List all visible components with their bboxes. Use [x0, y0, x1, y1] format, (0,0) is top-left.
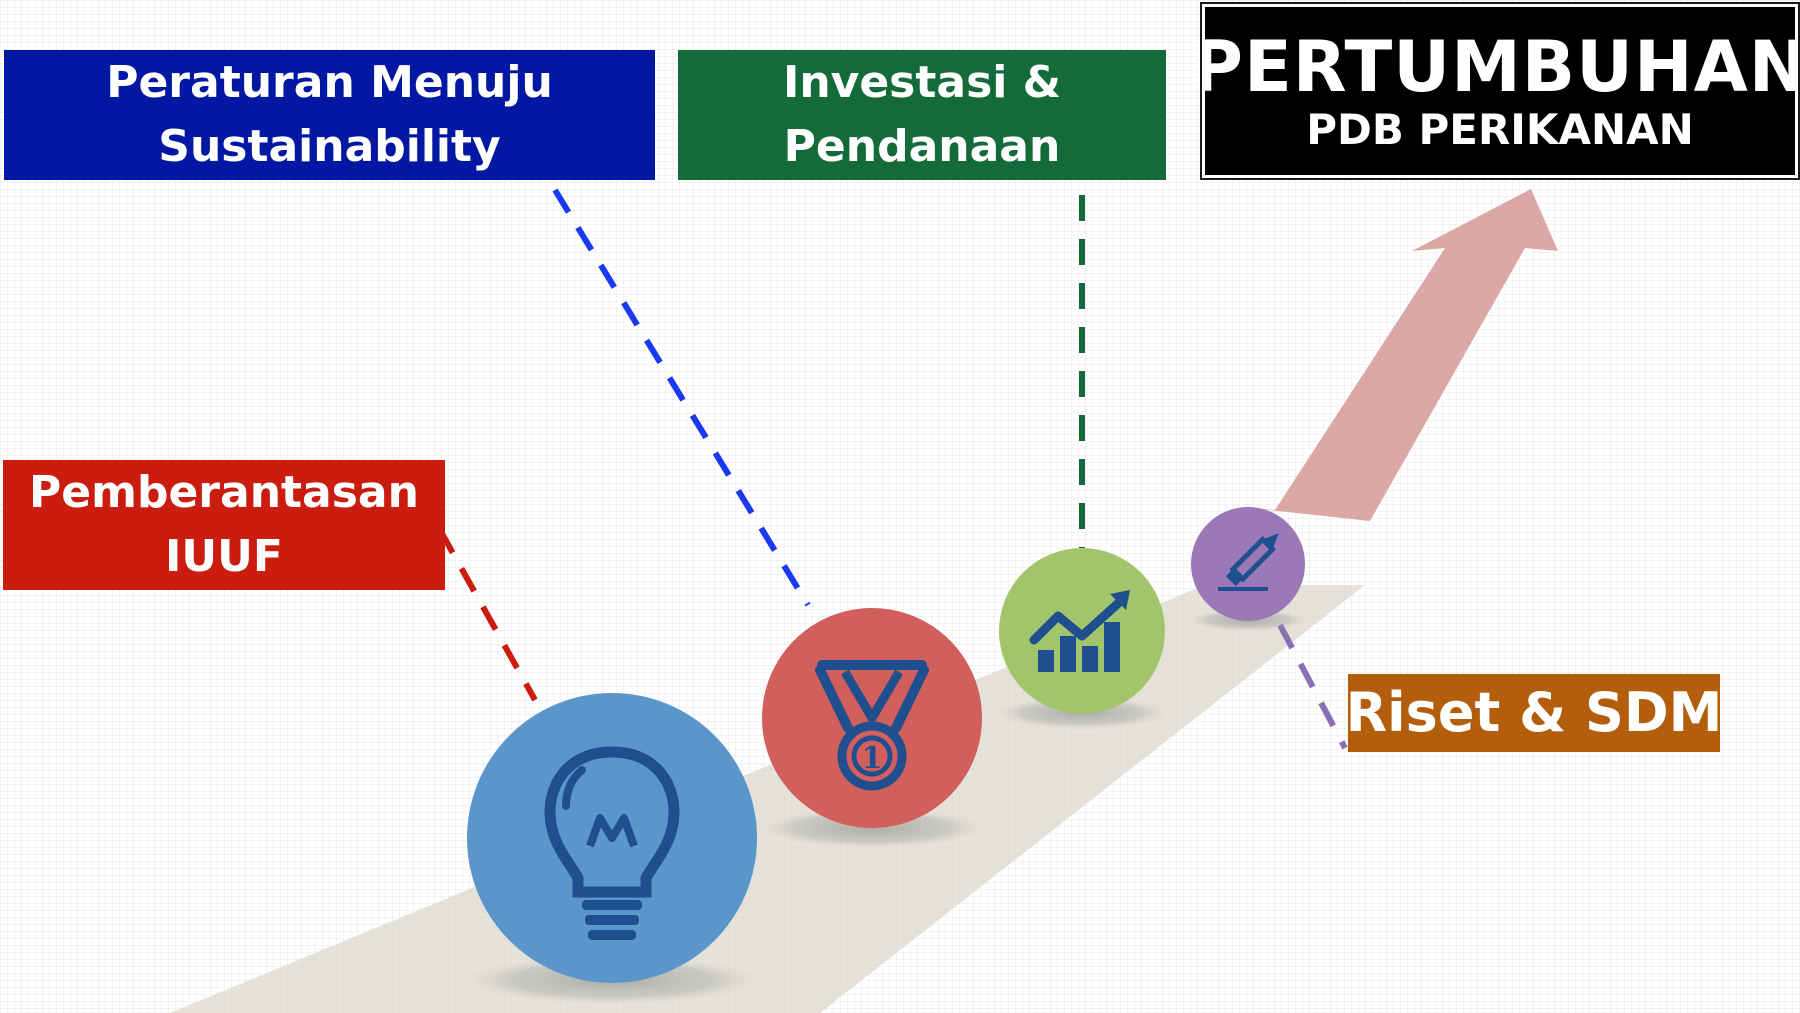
regulation-label-box: Peraturan Menuju Sustainability — [4, 50, 655, 180]
growth-chart-circle — [999, 548, 1165, 714]
lightbulb-icon — [544, 746, 680, 940]
svg-text:1: 1 — [862, 741, 883, 776]
iuuf-label-line2: IUUF — [165, 531, 283, 582]
regulation-label-line2: Sustainability — [158, 121, 501, 172]
growth-arrow — [1250, 189, 1558, 521]
research-label: Riset & SDM — [1345, 681, 1723, 744]
growth-title-box: PERTUMBUHAN PDB PERIKANAN — [1192, 2, 1800, 180]
investment-label-line1: Investasi & — [782, 57, 1062, 108]
medal-circle: 1 — [762, 608, 982, 828]
pencil-circle — [1191, 507, 1305, 621]
iuuf-label-line1: Pemberantasan — [29, 467, 419, 518]
investment-label-line2: Pendanaan — [783, 121, 1061, 172]
iuuf-label-box: Pemberantasan IUUF — [3, 460, 445, 590]
pencil-icon — [1218, 533, 1279, 591]
investment-label-box: Investasi & Pendanaan — [678, 50, 1166, 180]
lightbulb-circle — [467, 693, 757, 983]
connector-regulation — [552, 188, 811, 607]
growth-subtitle: PDB PERIKANAN — [1306, 105, 1694, 154]
regulation-label-line1: Peraturan Menuju — [106, 57, 553, 108]
connector-iuuf — [437, 528, 538, 702]
growth-title: PERTUMBUHAN — [1191, 26, 1800, 108]
medal-icon: 1 — [815, 660, 929, 791]
connector-research — [1277, 623, 1348, 750]
progress-path — [170, 585, 1365, 1013]
research-label-box: Riset & SDM — [1345, 674, 1723, 752]
growth-chart-icon — [1029, 590, 1130, 672]
